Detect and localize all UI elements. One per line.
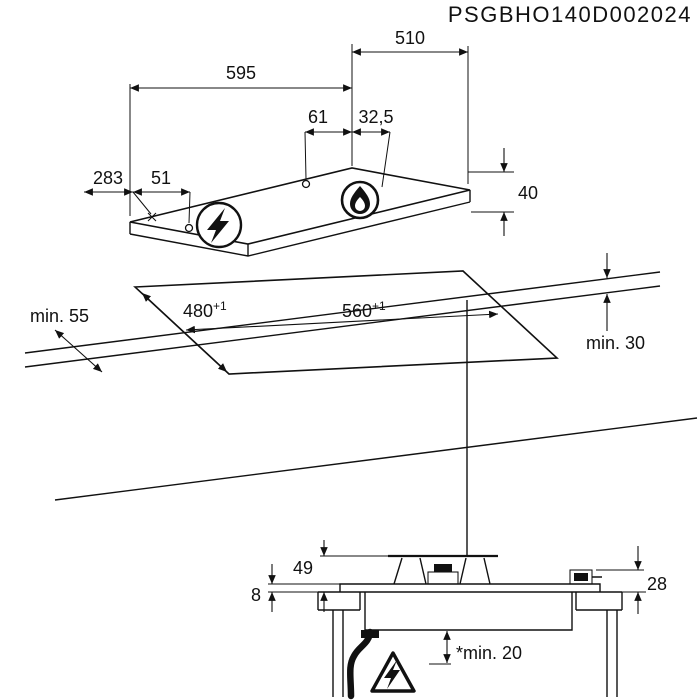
dim-cutout-depth-label: 480+1 [183, 299, 227, 321]
gas-connection-valve [574, 573, 588, 581]
dim-51-label: 51 [151, 168, 171, 188]
lightning-circle-icon [195, 201, 243, 249]
dim-burner-325-label: 32,5 [358, 107, 393, 127]
cross-section-view: 49 8 28 *min. 20 [251, 540, 667, 700]
reference-point-icon [301, 179, 311, 189]
dim-min-front-arrow [54, 329, 103, 373]
dim-28-label: 28 [647, 574, 667, 594]
hob-top-view: 595 510 61 32,5 283 51 40 [84, 28, 538, 257]
flame-circle-icon [340, 180, 380, 220]
dim-width-label: 595 [226, 63, 256, 83]
dim-cutout-depth-line [141, 292, 228, 373]
gas-supply-pipe [347, 628, 374, 700]
dim-depth-label: 510 [395, 28, 425, 48]
dim-283-label: 283 [93, 168, 123, 188]
reference-point-icon [184, 223, 194, 233]
dim-49-label: 49 [293, 558, 313, 578]
extension-lines [129, 44, 514, 224]
section-structure-lines [317, 557, 623, 697]
dim-8-label: 8 [251, 585, 261, 605]
cross-mark-icon [147, 212, 157, 222]
worktop-cutout-view: 480+1 560+1 min. 55 min. 30 [24, 253, 698, 556]
warning-triangle-lightning-icon [370, 651, 416, 693]
hob-thickness-edges [129, 190, 471, 257]
dim-cutout-width-label: 560+1 [342, 299, 386, 321]
gas-connection-fitting [569, 569, 593, 585]
dim-min-rear-label: min. 30 [586, 333, 645, 353]
section-extension-lines [268, 555, 646, 665]
dim-min-front-label: min. 55 [30, 306, 89, 326]
burner-cap [434, 564, 452, 572]
dim-40-label: 40 [518, 183, 538, 203]
drawing-code-label: PSGBHO140D002024 [448, 2, 692, 27]
dim-min20-label: *min. 20 [456, 643, 522, 663]
dim-cutout-width-line [185, 310, 499, 334]
dim-burner-61-label: 61 [308, 107, 328, 127]
